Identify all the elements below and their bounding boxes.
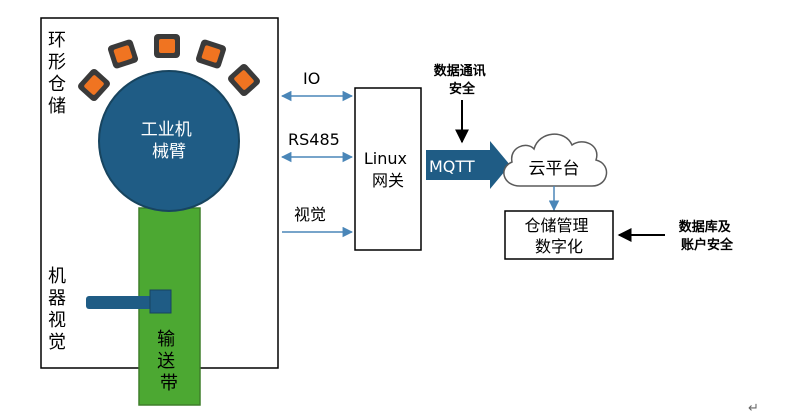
gateway-label-line: 网关: [372, 171, 404, 190]
storage-slot: [195, 39, 227, 69]
db-security-note-line: 账户安全: [681, 237, 734, 253]
warehouse-digital-label: 仓储管理 数字化: [524, 216, 593, 256]
storage-slot: [154, 34, 180, 58]
rs485-label: RS485: [288, 130, 340, 149]
vision-label-line: 视: [48, 310, 66, 331]
vision-label-line: 觉: [48, 332, 66, 353]
robot-arm-label-line: 工业机: [141, 120, 192, 140]
mqtt-label: MQTT: [429, 157, 475, 176]
comm-security-note-line: 数据通讯: [434, 63, 486, 79]
conveyor-label-line: 输: [157, 329, 175, 350]
conveyor-label: 输 送 带: [157, 329, 181, 394]
gateway-label-line: Linux: [364, 149, 407, 168]
mqtt-arrow: [426, 141, 510, 189]
comm-security-note: 数据通讯 安全: [434, 63, 491, 97]
storage-label-line: 形: [48, 52, 66, 73]
storage-label-line: 环: [48, 30, 66, 51]
storage-slot: [107, 39, 139, 69]
ring-storage-slots: [78, 34, 260, 102]
vision-link-label: 视觉: [294, 205, 326, 224]
robot-arm-label: 工业机 械臂: [141, 120, 197, 162]
gateway-label: Linux 网关: [364, 149, 412, 190]
warehouse-digital-label-line: 数字化: [535, 237, 583, 256]
storage-slot: [78, 68, 110, 102]
storage-label: 环 形 仓 储: [48, 30, 72, 117]
warehouse-digital-label-line: 仓储管理: [524, 216, 588, 235]
conveyor-label-line: 送: [157, 351, 175, 372]
return-mark: ↵: [748, 401, 759, 416]
cloud-platform-icon: [503, 133, 608, 187]
robot-arm-label-line: 械臂: [152, 142, 186, 162]
io-label: IO: [303, 69, 320, 88]
cloud-platform-label: 云平台: [529, 159, 580, 179]
comm-security-note-line: 安全: [449, 81, 476, 97]
vision-label-line: 机: [48, 266, 66, 287]
robot-arm-base: [98, 70, 240, 212]
storage-label-line: 储: [48, 96, 66, 117]
storage-slot: [228, 63, 260, 97]
storage-label-line: 仓: [48, 74, 66, 95]
linux-gateway-box: [354, 87, 422, 251]
vision-label: 机 器 视 觉: [48, 266, 72, 353]
vision-camera-icon: [86, 289, 172, 314]
db-security-note-line: 数据库及: [679, 219, 732, 235]
db-security-note: 数据库及 账户安全: [679, 219, 736, 253]
conveyor-label-line: 带: [160, 373, 178, 394]
vision-label-line: 器: [48, 288, 66, 309]
warehouse-digital-box: [504, 210, 614, 260]
